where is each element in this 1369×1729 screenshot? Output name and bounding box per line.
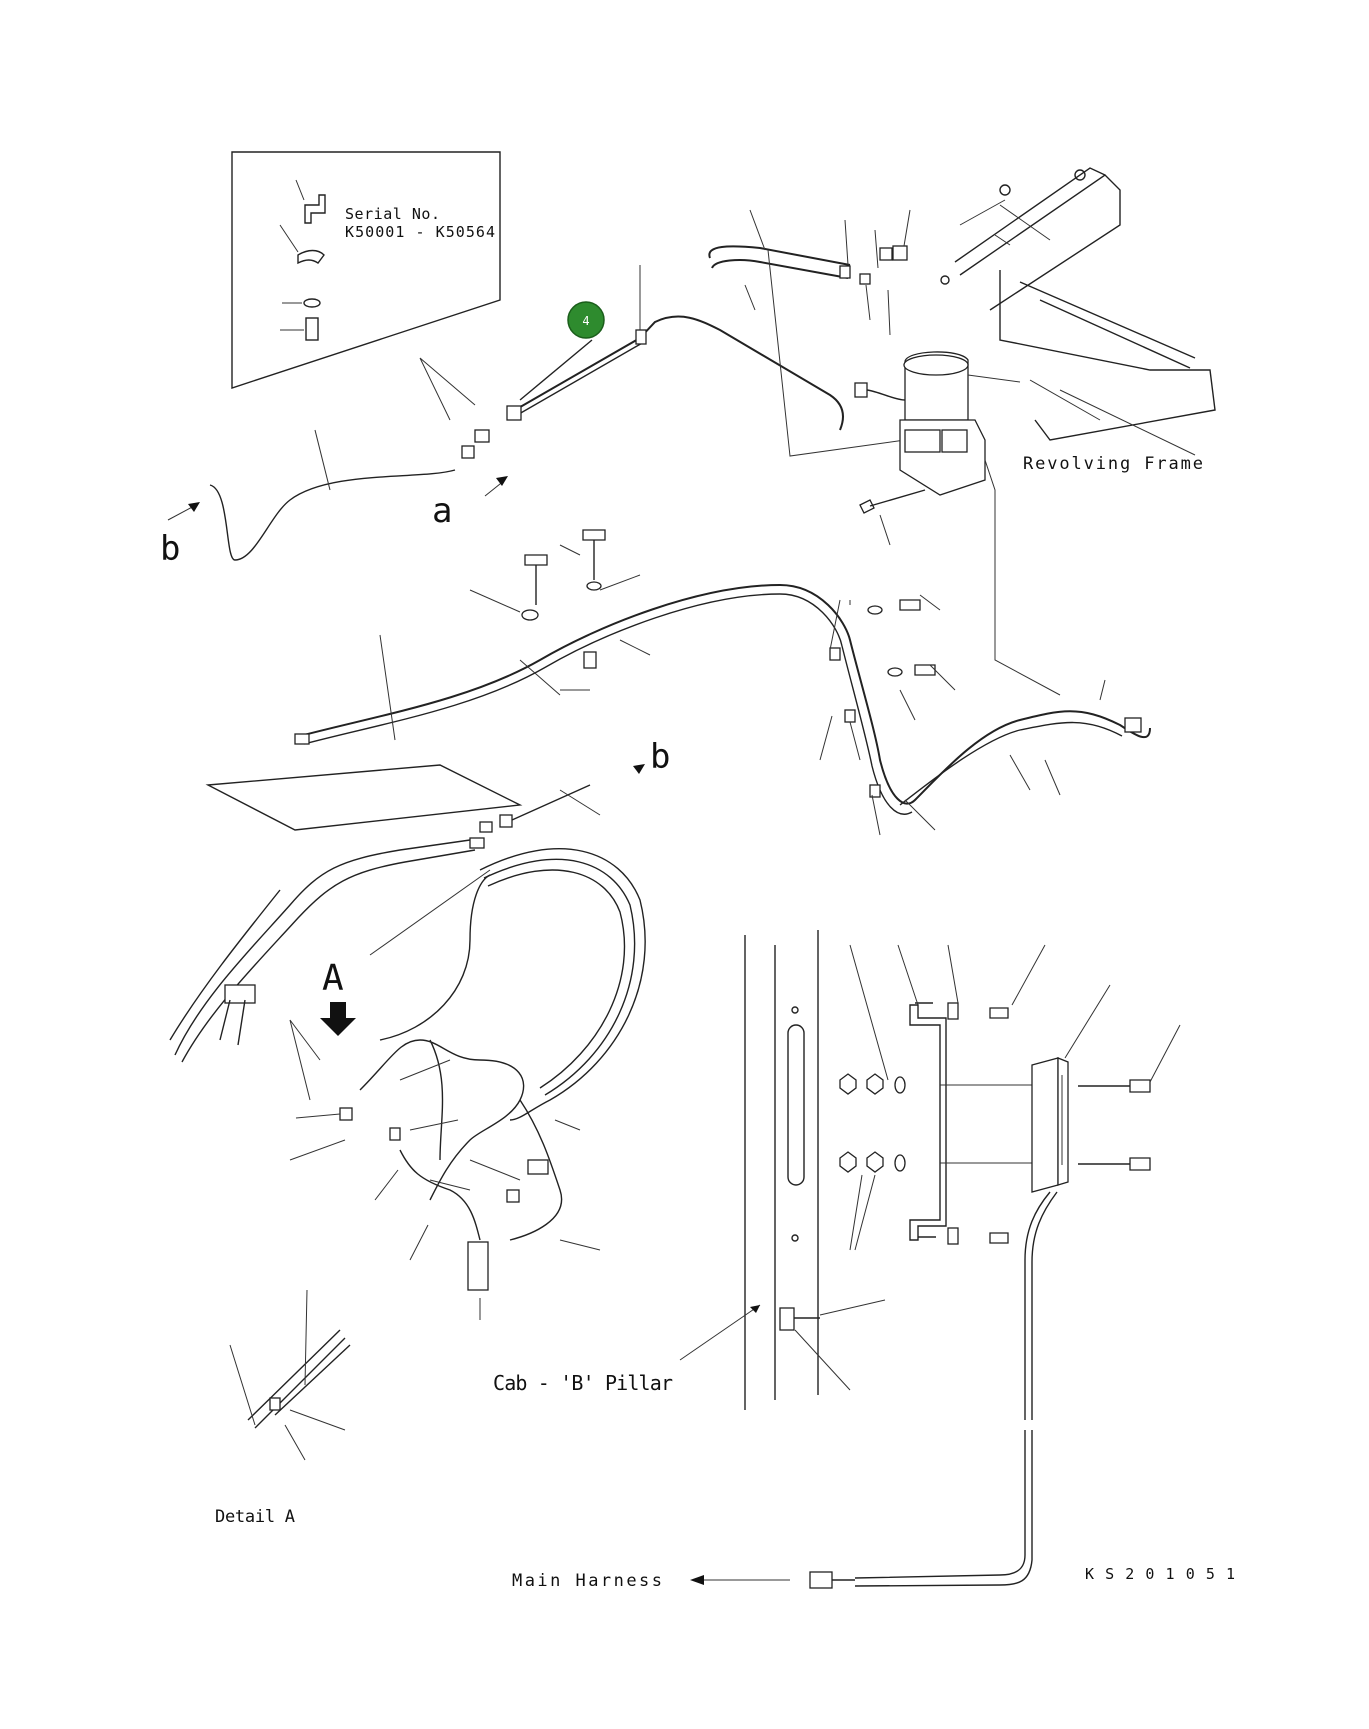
view-a-arrow-icon: [320, 1002, 356, 1036]
callout-4[interactable]: 4: [567, 301, 605, 339]
cab-b-pillar: Cab - 'B' Pillar: [493, 930, 1235, 1591]
ref-b-left-arrow-icon: [188, 502, 200, 512]
lower-left-harness: A: [169, 837, 646, 1320]
ref-a-label: a: [432, 491, 452, 531]
middle-harness: [205, 529, 1151, 836]
drawing-code: K S 2 0 1 0 5 1: [1085, 1565, 1235, 1583]
revolving-frame: Revolving Frame: [940, 167, 1216, 474]
upper-cable-routing: [209, 209, 911, 561]
main-harness-label: Main Harness: [512, 1571, 662, 1591]
ref-b-right-label: b: [650, 737, 670, 777]
inset-serial-range: K50001 - K50564: [345, 223, 495, 241]
cab-pillar-label: Cab - 'B' Pillar: [493, 1371, 673, 1395]
motor-unit: [854, 351, 1061, 696]
revolving-frame-label: Revolving Frame: [1023, 454, 1203, 474]
callout-4-circle: [567, 301, 605, 339]
inset-detail: Serial No. K50001 - K50564: [231, 151, 501, 389]
view-a-label: A: [322, 958, 344, 999]
ref-b-left-label: b: [160, 529, 180, 569]
inset-serial-label: Serial No.: [345, 205, 440, 223]
reference-markers: a b b: [160, 476, 670, 777]
detail-a: Detail A: [215, 1289, 351, 1527]
callout-4-number: 4: [582, 314, 589, 328]
detail-a-label: Detail A: [215, 1507, 295, 1527]
ref-b-right-arrow-icon: [633, 764, 645, 774]
ref-a-arrow-icon: [496, 476, 508, 486]
main-harness-arrow-icon: [690, 1575, 704, 1585]
